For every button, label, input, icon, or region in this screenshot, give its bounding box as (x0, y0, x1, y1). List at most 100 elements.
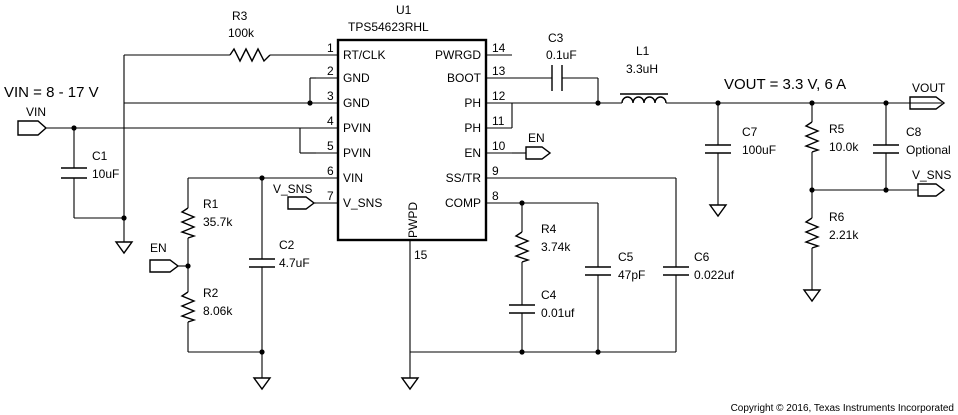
ground-symbol-2 (252, 377, 272, 391)
pin-num-14: 14 (492, 41, 506, 55)
c7-ref: C7 (742, 125, 758, 139)
vin-pin-network (178, 177, 316, 378)
ic-body (336, 38, 488, 242)
pin-name-9: SS/TR (446, 171, 482, 185)
c5-value: 47pF (618, 268, 645, 282)
pin-num-13: 13 (492, 64, 506, 78)
c1-value: 10uF (92, 167, 119, 181)
r5-value: 10.0k (829, 140, 859, 154)
r4-ref: R4 (541, 222, 557, 236)
vin-spec-label: VIN = 8 - 17 V (4, 84, 99, 101)
c1-ref: C1 (92, 149, 108, 163)
ic-ref: U1 (396, 3, 412, 17)
pin-name-3: GND (343, 96, 370, 110)
r5-ref: R5 (829, 122, 845, 136)
vout-port-arrow (909, 96, 946, 110)
vin-port-arrow (17, 120, 48, 136)
junction-c5-gnd (595, 349, 601, 355)
ground-symbol-4 (708, 204, 728, 218)
junction-en-divider (185, 263, 191, 269)
comp-ss-network (410, 177, 677, 353)
ic-pad-label: PWPD (406, 202, 420, 238)
ground-symbol-1 (114, 241, 134, 255)
pin-num-4: 4 (327, 114, 334, 128)
capacitor-c7 (705, 144, 731, 154)
junction-c8-top (883, 100, 889, 106)
pin-name-5: PVIN (343, 146, 371, 160)
pin-name-4: PVIN (343, 121, 371, 135)
c2-ref: C2 (279, 238, 295, 252)
ic-right-pin-stubs (486, 54, 512, 204)
r2-value: 8.06k (203, 304, 233, 318)
c8-ref: C8 (906, 125, 922, 139)
c7-value: 100uF (742, 143, 776, 157)
junction-vin-c2 (259, 175, 265, 181)
pin-num-12: 12 (492, 89, 506, 103)
en-port-in-arrow (149, 259, 180, 273)
resistor-r5 (804, 121, 821, 153)
r2-ref: R2 (203, 286, 219, 300)
resistor-r4 (514, 231, 531, 263)
c3-ref: C3 (548, 31, 564, 45)
pin-name-2: GND (343, 71, 370, 85)
vout-spec-label: VOUT = 3.3 V, 6 A (724, 76, 846, 93)
vout-port-label: VOUT (912, 81, 946, 95)
pin-num-8: 8 (492, 189, 499, 203)
junction-c2-gnd (259, 349, 265, 355)
en-port-out-label: EN (528, 131, 545, 145)
feedback-wires (811, 103, 918, 290)
r4-value: 3.74k (541, 240, 571, 254)
c4-ref: C4 (541, 288, 557, 302)
ic-pad-number: 15 (414, 248, 428, 262)
junction-gnd-c1 (121, 215, 127, 221)
pin-num-9: 9 (492, 164, 499, 178)
ic-part-number: TPS54623RHL (348, 20, 429, 34)
capacitor-c6 (663, 266, 689, 276)
pin-num-3: 3 (327, 89, 334, 103)
pin-num-2: 2 (327, 64, 334, 78)
capacitor-c1 (61, 167, 87, 179)
pin-name-6: VIN (343, 171, 363, 185)
r1-value: 35.7k (203, 215, 233, 229)
c8-value: Optional (906, 143, 951, 157)
pin-num-11: 11 (492, 114, 505, 128)
r1-ref: R1 (203, 197, 219, 211)
ground-symbol-5 (802, 289, 822, 303)
capacitor-c5 (585, 266, 611, 276)
pin-num-6: 6 (327, 164, 334, 178)
resistor-r6 (804, 217, 821, 249)
capacitor-c2 (249, 258, 275, 268)
vsns-port-in-arrow (287, 196, 316, 210)
l1-value: 3.3uH (626, 62, 658, 76)
r3-ref: R3 (232, 9, 248, 23)
junction-c8-bottom (883, 187, 889, 193)
c5-ref: C5 (618, 250, 634, 264)
c4-value: 0.01uf (541, 306, 575, 320)
copyright-notice: Copyright © 2016, Texas Instruments Inco… (731, 403, 954, 414)
junction-r5 (809, 100, 815, 106)
capacitor-c8 (873, 144, 899, 154)
en-port-in-label: EN (150, 241, 167, 255)
c6-value: 0.022uf (694, 268, 735, 282)
c2-value: 4.7uF (279, 256, 310, 270)
pin-num-5: 5 (327, 139, 334, 153)
pin-name-13: BOOT (447, 71, 482, 85)
r3-value: 100k (228, 26, 255, 40)
pin-num-7: 7 (327, 189, 334, 203)
r6-ref: R6 (829, 210, 845, 224)
junction-gnd-pins (307, 100, 313, 106)
junction-comp (519, 200, 525, 206)
ground-symbol-3 (400, 377, 420, 391)
pin-name-10: EN (464, 146, 481, 160)
pin-name-11: PH (464, 121, 481, 135)
resistor-r2 (180, 291, 197, 323)
l1-ref: L1 (636, 44, 650, 58)
vsns-port-out-arrow (917, 183, 946, 197)
pin-name-14: PWRGD (435, 48, 481, 62)
junction-c4-gnd (519, 349, 525, 355)
pin-name-1: RT/CLK (343, 48, 385, 62)
junction-vin-c1 (71, 125, 77, 131)
pin-name-12: PH (464, 96, 481, 110)
junction-vsns-divider (809, 187, 815, 193)
